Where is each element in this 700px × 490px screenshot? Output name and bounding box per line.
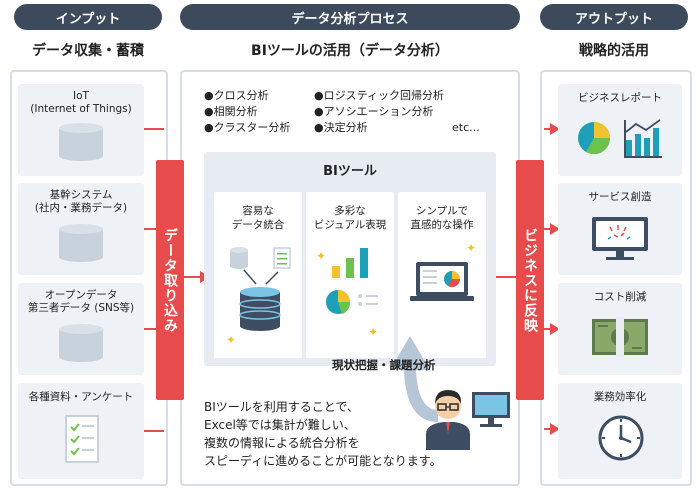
description-line: スピーディに進めることが可能となります。 bbox=[204, 454, 442, 468]
subheader-input: データ収集・蓄積 bbox=[32, 43, 144, 59]
database-icon bbox=[59, 324, 103, 362]
connector-line bbox=[144, 328, 164, 330]
description-line: 複数の情報による統合分析を bbox=[204, 436, 360, 450]
input-card-open-data: オープンデータ 第三者データ (SNS等) bbox=[18, 283, 144, 375]
input-card-line2: 第三者データ (SNS等) bbox=[27, 302, 135, 314]
subheader-output: 戦略的活用 bbox=[579, 43, 649, 59]
feature-line2: 直感的な操作 bbox=[410, 219, 474, 231]
database-stack-icon: ✦ bbox=[226, 247, 291, 347]
feature-data-integration: 容易な データ統合 ✦ bbox=[214, 192, 302, 358]
svg-text:✦: ✦ bbox=[466, 241, 476, 255]
monitor-icon bbox=[592, 217, 648, 260]
data-import-label: データ取り込み bbox=[162, 227, 178, 333]
output-card-service: サービス創造 bbox=[558, 183, 682, 275]
input-card-line2: (Internet of Things) bbox=[30, 103, 132, 115]
analysis-item: ●アソシエーション分析 bbox=[314, 105, 434, 118]
output-card-title: コスト削減 bbox=[593, 291, 647, 303]
subheader-process: BIツールの活用（データ分析） bbox=[251, 43, 449, 59]
svg-text:✦: ✦ bbox=[316, 249, 326, 263]
connector-line bbox=[544, 428, 552, 430]
feature-intuitive-operation: シンプルで 直感的な操作 ✦ bbox=[398, 192, 486, 358]
analysis-item: ●決定分析 bbox=[314, 121, 368, 134]
input-card-title: オープンデータ 第三者データ (SNS等) bbox=[18, 289, 144, 315]
arrow-right-icon bbox=[550, 223, 560, 235]
arrow-right-icon bbox=[550, 423, 560, 435]
input-card-title: IoT (Internet of Things) bbox=[18, 90, 144, 116]
business-reflection-bar bbox=[516, 160, 544, 400]
connector-line bbox=[144, 430, 164, 432]
feature-line2: ビジュアル表現 bbox=[313, 219, 387, 231]
feature-line1: 多彩な bbox=[334, 205, 366, 217]
feature-title: 多彩な ビジュアル表現 bbox=[306, 204, 394, 232]
checklist-icon bbox=[65, 415, 99, 463]
feature-line2: データ統合 bbox=[231, 219, 285, 231]
business-reflection-label: ビジネスに反映 bbox=[522, 227, 538, 333]
description-line: Excel等では集計が難しい、 bbox=[204, 418, 356, 432]
description-text: BIツールを利用することで、 Excel等では集計が難しい、 複数の情報による統… bbox=[204, 398, 484, 470]
feature-line1: 容易な bbox=[242, 205, 274, 217]
feature-visual-expression: 多彩な ビジュアル表現 ✦ ✦ bbox=[306, 192, 394, 358]
svg-text:✦: ✦ bbox=[226, 333, 236, 347]
database-icon bbox=[59, 123, 103, 161]
analysis-item: ●クラスター分析 bbox=[204, 121, 291, 134]
analysis-item: ●クロス分析 bbox=[204, 89, 269, 102]
output-card-title: 業務効率化 bbox=[593, 391, 647, 403]
bi-tool-title: BIツール bbox=[323, 164, 377, 179]
analyst-person-icon bbox=[426, 390, 510, 450]
input-card-line2: (社内・業務データ) bbox=[34, 202, 128, 214]
input-card-line1: 基幹システム bbox=[49, 189, 113, 201]
connector-line bbox=[544, 128, 552, 130]
analysis-etc: etc... bbox=[452, 121, 480, 134]
header-process: データ分析プロセス bbox=[180, 4, 520, 30]
database-icon bbox=[59, 224, 103, 262]
header-output: アウトプット bbox=[540, 4, 688, 30]
analysis-item: ●ロジスティック回帰分析 bbox=[314, 89, 444, 102]
output-card-title: ビジネスレポート bbox=[578, 92, 662, 104]
input-card-title: 各種資料・アンケート bbox=[28, 391, 134, 403]
clock-icon bbox=[598, 415, 644, 461]
connector-line bbox=[144, 128, 164, 130]
input-card-title: 基幹システム (社内・業務データ) bbox=[18, 189, 144, 215]
arrow-line bbox=[184, 276, 202, 278]
feedback-label: 現状把握・課題分析 bbox=[332, 358, 436, 372]
input-card-core-system: 基幹システム (社内・業務データ) bbox=[18, 183, 144, 275]
arrow-right-icon bbox=[550, 323, 560, 335]
svg-text:✦: ✦ bbox=[368, 325, 378, 339]
laptop-icon: ✦ bbox=[410, 241, 476, 301]
connector-line bbox=[544, 328, 552, 330]
money-icon bbox=[592, 317, 648, 357]
analysis-list-col2: ●ロジスティック回帰分析 ●アソシエーション分析 ●決定分析 bbox=[314, 88, 484, 136]
description-line: BIツールを利用することで、 bbox=[204, 400, 359, 414]
analysis-item: ●相関分析 bbox=[204, 105, 258, 118]
feature-title: シンプルで 直感的な操作 bbox=[398, 204, 486, 232]
connector-line bbox=[496, 276, 518, 278]
input-card-documents: 各種資料・アンケート bbox=[18, 383, 144, 479]
charts-icon: ✦ ✦ bbox=[316, 248, 378, 339]
report-icon bbox=[578, 119, 662, 158]
output-card-cost: コスト削減 bbox=[558, 283, 682, 375]
output-card-report: ビジネスレポート bbox=[558, 84, 682, 176]
feedback-arrow-icon bbox=[390, 336, 438, 422]
feature-title: 容易な データ統合 bbox=[214, 204, 302, 232]
feature-line1: シンプルで bbox=[415, 205, 469, 217]
header-input: インプット bbox=[14, 4, 162, 30]
connector-line bbox=[544, 228, 552, 230]
data-import-bar bbox=[156, 160, 184, 400]
output-card-title: サービス創造 bbox=[588, 191, 652, 203]
connector-line bbox=[144, 228, 164, 230]
input-card-iot: IoT (Internet of Things) bbox=[18, 84, 144, 176]
arrow-right-icon bbox=[550, 123, 560, 135]
analysis-list-col1: ●クロス分析 ●相関分析 ●クラスター分析 bbox=[204, 88, 324, 136]
input-card-line1: IoT bbox=[73, 90, 89, 102]
input-card-line1: オープンデータ bbox=[44, 289, 118, 301]
output-card-efficiency: 業務効率化 bbox=[558, 383, 682, 479]
